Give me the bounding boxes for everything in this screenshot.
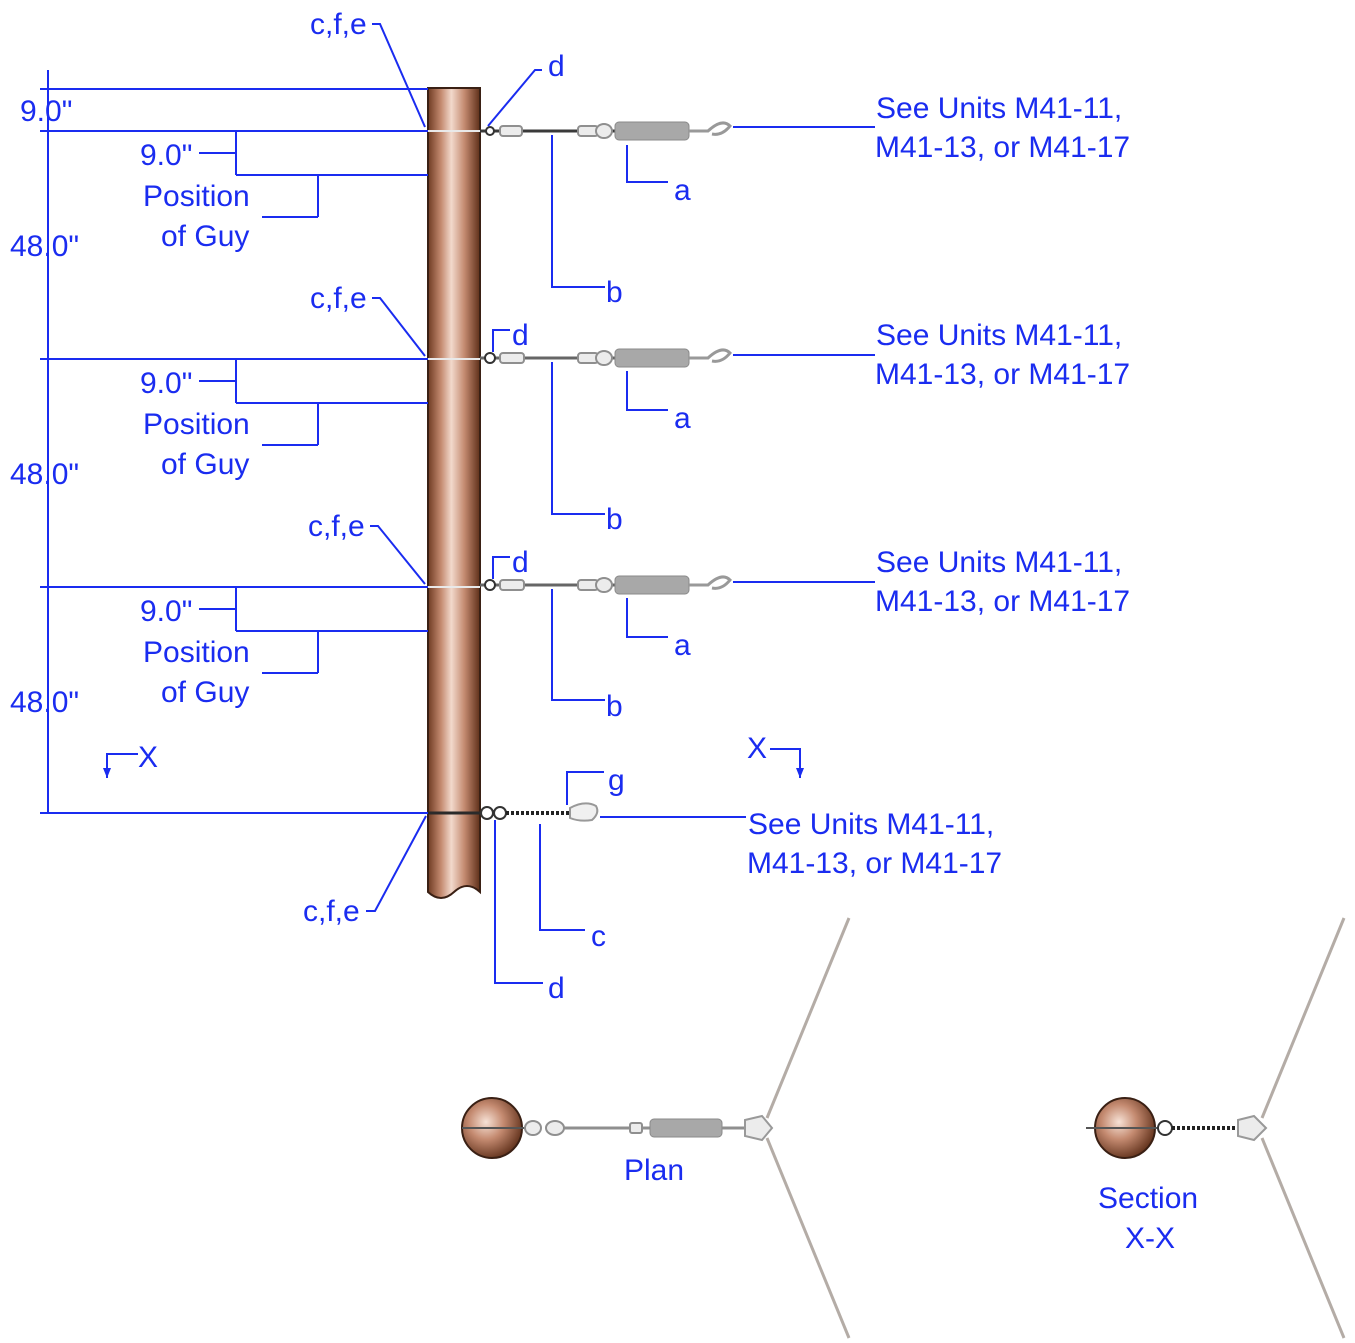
callout-d-1: d — [487, 50, 565, 127]
callout-b-2: b — [551, 362, 623, 536]
callout-c: c — [539, 824, 606, 953]
dim-top-offset: 9.0" — [20, 95, 72, 128]
callout-g: g — [566, 764, 625, 805]
cfe-leader-1: c,f,e — [310, 8, 426, 128]
section-marker-left: X — [103, 741, 158, 778]
see-units-callout-3: See Units M41-11, M41-13, or M41-17 — [733, 546, 1130, 618]
label-d-1: d — [548, 50, 565, 83]
label-b-3: b — [606, 690, 623, 723]
label-d-3: d — [512, 546, 529, 579]
callout-a-3: a — [626, 598, 691, 662]
section-xx-view: Section X-X — [1086, 917, 1346, 1339]
section-marker-left-label: X — [138, 741, 158, 774]
label-a-3: a — [674, 629, 691, 662]
dim-spacing-3: 48.0" — [10, 686, 79, 719]
insulator-1 — [614, 121, 690, 141]
see-units-3-line2: M41-13, or M41-17 — [875, 585, 1130, 618]
see-units-3-line1: See Units M41-11, — [876, 546, 1122, 579]
callout-a-2: a — [626, 371, 691, 435]
label-b-1: b — [606, 276, 623, 309]
cfe-label-2: c,f,e — [310, 282, 367, 315]
dimension-lines — [40, 70, 428, 814]
guy-assembly-1 — [480, 121, 733, 141]
position-of-guy-callout-3: 9.0" Position of Guy — [140, 587, 428, 709]
section-marker-right-label: X — [747, 732, 767, 765]
see-units-1-line1: See Units M41-11, — [876, 92, 1122, 125]
position-of-guy-callout-2: 9.0" Position of Guy — [140, 359, 428, 481]
cfe-leader-2: c,f,e — [310, 282, 426, 357]
of-guy-label-1: of Guy — [161, 220, 249, 253]
label-d-2: d — [512, 319, 529, 352]
position-label-2: Position — [143, 408, 250, 441]
see-units-2-line1: See Units M41-11, — [876, 319, 1122, 352]
callout-b-3: b — [551, 589, 623, 723]
plan-view: Plan — [461, 917, 851, 1339]
of-guy-label-2: of Guy — [161, 448, 249, 481]
label-b-2: b — [606, 503, 623, 536]
section-label: Section — [1098, 1182, 1198, 1215]
cfe-label-3: c,f,e — [308, 510, 365, 543]
see-units-2-line2: M41-13, or M41-17 — [875, 358, 1130, 391]
guy-offset-label-3: 9.0" — [140, 595, 192, 628]
guy-offset-label-2: 9.0" — [140, 367, 192, 400]
label-a-2: a — [674, 402, 691, 435]
guy-offset-label-1: 9.0" — [140, 139, 192, 172]
position-label-1: Position — [143, 180, 250, 213]
see-units-callout-2: See Units M41-11, M41-13, or M41-17 — [733, 319, 1130, 391]
label-c: c — [591, 920, 606, 953]
callout-a-1: a — [626, 145, 691, 207]
position-label-3: Position — [143, 636, 250, 669]
pole — [427, 87, 481, 899]
callout-d-2: d — [492, 319, 529, 352]
dim-spacing-2: 48.0" — [10, 458, 79, 491]
label-a-1: a — [674, 174, 691, 207]
label-g: g — [608, 764, 625, 797]
see-units-callout-1: See Units M41-11, M41-13, or M41-17 — [733, 92, 1130, 164]
see-units-callout-4: See Units M41-11, M41-13, or M41-17 — [600, 808, 1002, 880]
callout-b-1: b — [551, 135, 623, 309]
guy-assembly-3 — [480, 575, 733, 595]
see-units-4-line1: See Units M41-11, — [748, 808, 994, 841]
plan-label: Plan — [624, 1154, 684, 1187]
position-of-guy-callout-1: 9.0" Position of Guy — [140, 131, 428, 253]
section-xx-label: X-X — [1125, 1222, 1175, 1255]
see-units-1-line2: M41-13, or M41-17 — [875, 131, 1130, 164]
cfe-label-4: c,f,e — [303, 895, 360, 928]
of-guy-label-3: of Guy — [161, 676, 249, 709]
see-units-4-line2: M41-13, or M41-17 — [747, 847, 1002, 880]
section-marker-right: X — [747, 732, 804, 778]
guy-assembly-4 — [480, 802, 599, 822]
label-d-4: d — [548, 972, 565, 1005]
guy-assembly-2 — [480, 348, 733, 368]
cfe-label-1: c,f,e — [310, 8, 367, 41]
callout-d-3: d — [492, 546, 529, 579]
callout-d-4: d — [494, 820, 565, 1005]
cfe-leader-4: c,f,e — [303, 815, 427, 928]
dim-spacing-1: 48.0" — [10, 230, 79, 263]
cfe-leader-3: c,f,e — [308, 510, 426, 585]
